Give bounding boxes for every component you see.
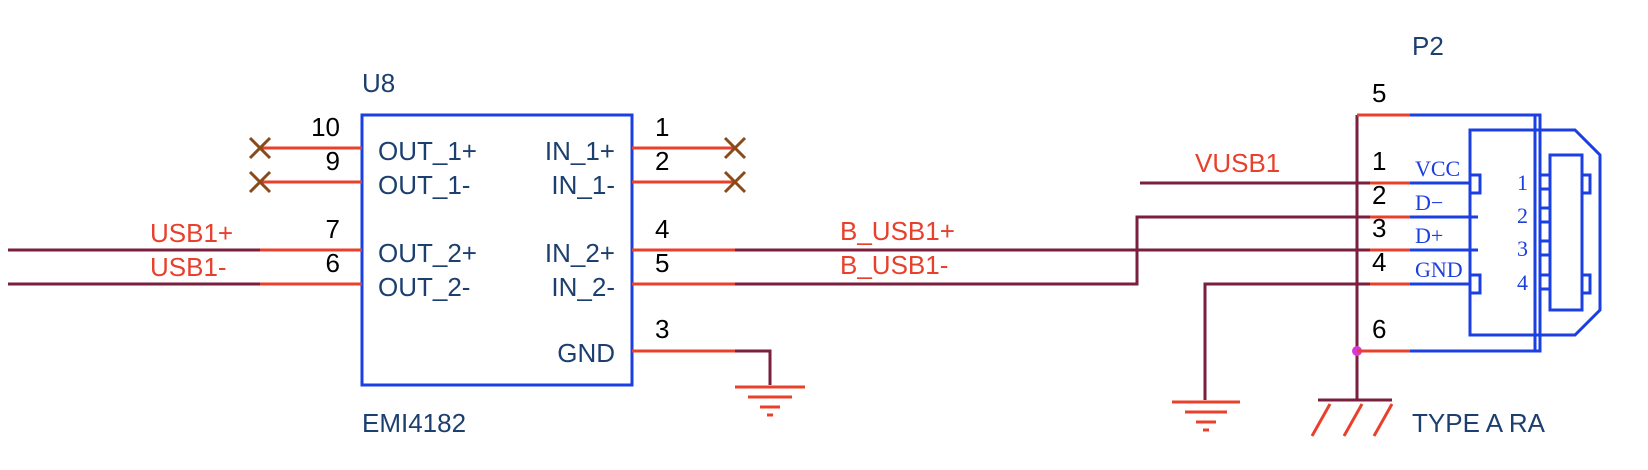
wire-u8-gnd [735, 349, 772, 385]
p2-contact-number: 3 [1517, 236, 1528, 261]
u8-pin-number: 3 [655, 314, 669, 344]
wire-p2-gnd [1203, 282, 1370, 400]
p2-contact-number: 2 [1517, 203, 1528, 228]
ground-icon [1172, 400, 1240, 432]
u8-part-number: EMI4182 [362, 408, 466, 438]
p2-refdes: P2 [1412, 31, 1444, 61]
net-label-vusb1: VUSB1 [1195, 148, 1280, 178]
u8-refdes: U8 [362, 68, 395, 98]
p2-contact-number: 1 [1517, 170, 1528, 195]
u8-pin-name: OUT_1- [378, 170, 470, 200]
u8-pin-name: IN_1- [551, 170, 615, 200]
p2-pin-number: 5 [1372, 78, 1386, 108]
no-connect-icon [248, 136, 747, 194]
p2-pin-name: D− [1415, 190, 1443, 215]
u8-pin-number: 1 [655, 112, 669, 142]
u8-pin-name: IN_2- [551, 272, 615, 302]
u8-pin-number: 4 [655, 214, 669, 244]
ground-icon [735, 385, 805, 417]
u8-pin-number: 7 [326, 214, 340, 244]
u8-pin-name: OUT_2+ [378, 238, 477, 268]
u8-pin-name: IN_2+ [545, 238, 615, 268]
p2-pin-number: 3 [1372, 213, 1386, 243]
net-label-usb1-minus: USB1- [150, 252, 227, 282]
p2-pin-number: 6 [1372, 314, 1386, 344]
net-label-b-usb1-plus: B_USB1+ [840, 216, 955, 246]
p2-pin-name: D+ [1415, 223, 1443, 248]
wire-b-usb1-minus [735, 215, 1370, 286]
u8-pin-name: OUT_1+ [378, 136, 477, 166]
p2-pin-number: 1 [1372, 146, 1386, 176]
p2-pin-number: 4 [1372, 247, 1386, 277]
net-label-b-usb1-minus: B_USB1- [840, 250, 948, 280]
u8-pin-number: 10 [311, 112, 340, 142]
net-label-usb1-plus: USB1+ [150, 218, 233, 248]
u8-pin-number: 6 [326, 248, 340, 278]
u8-pin-number: 2 [655, 146, 669, 176]
p2-type: TYPE A RA [1412, 408, 1546, 438]
u8-pin-name: OUT_2- [378, 272, 470, 302]
usb-a-receptacle-icon [1468, 113, 1602, 353]
chassis-ground-icon [1310, 398, 1394, 437]
p2-contact-number: 4 [1517, 270, 1528, 295]
u8-pin-number: 9 [326, 146, 340, 176]
u8-pin-name: GND [557, 338, 615, 368]
u8-pin-name: IN_1+ [545, 136, 615, 166]
p2-pin-name: VCC [1415, 156, 1460, 181]
p2-pin-name: GND [1415, 257, 1463, 282]
p2-pin-number: 2 [1372, 180, 1386, 210]
u8-pin-number: 5 [655, 248, 669, 278]
